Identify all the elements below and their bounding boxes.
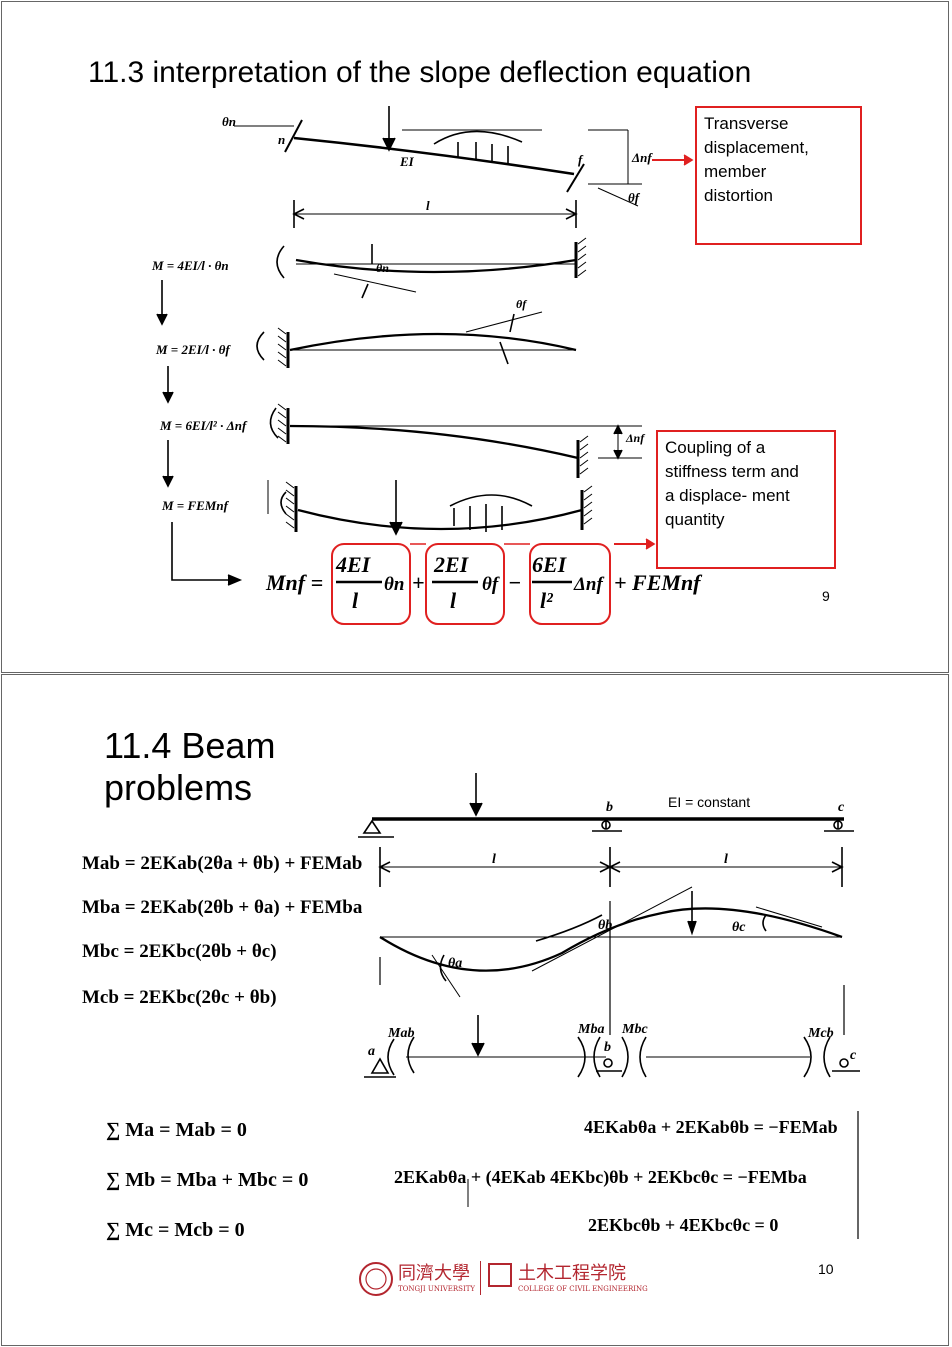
- label-mab: Mab: [387, 1026, 414, 1041]
- page-number: 9: [822, 588, 830, 604]
- label-c2: c: [850, 1048, 857, 1063]
- svg-text:θf: θf: [516, 297, 527, 311]
- slide-9: 11.3 interpretation of the slope deflect…: [1, 1, 949, 673]
- callout-coupling: Coupling of a stiffness term and a displ…: [656, 430, 836, 569]
- label-l2: l: [724, 852, 728, 867]
- label-delta-nf: Δnf: [631, 150, 653, 165]
- sum-ma: ∑ Ma = Mab = 0: [106, 1119, 247, 1141]
- eq-t3-num: 6EI: [532, 552, 568, 577]
- moment-1: M = 4EI/l · θn: [151, 258, 229, 273]
- label-theta-f: θf: [628, 190, 641, 205]
- label-l: l: [426, 198, 430, 213]
- eq-t2-den: l: [450, 588, 457, 613]
- page-number: 10: [818, 1261, 834, 1277]
- slide-title: 11.4 Beam problems: [104, 725, 276, 808]
- svg-text:θn: θn: [376, 261, 389, 275]
- system-eq-1: 4EKabθa + 2EKabθb = −FEMab: [584, 1117, 838, 1137]
- sum-mb: ∑ Mb = Mba + Mbc = 0: [106, 1169, 309, 1191]
- label-a: a: [368, 1044, 375, 1059]
- eq-plus: +: [412, 570, 425, 595]
- label-ei: EI: [399, 154, 415, 169]
- sum-mc: ∑ Mc = Mcb = 0: [106, 1219, 245, 1241]
- label-n: n: [278, 132, 285, 147]
- equation-mcb: Mcb = 2EKbc(2θc + θb): [82, 987, 277, 1008]
- eq-tail: + FEMnf: [614, 570, 703, 595]
- slope-deflection-diagram: θn n EI f Δnf θf l θn θf Δnf M = 4EI/l ·…: [151, 106, 703, 625]
- system-eq-2: 2EKabθa + (4EKab 4EKbc)θb + 2EKbcθc = −F…: [394, 1167, 807, 1187]
- label-l1: l: [492, 852, 496, 867]
- logo-en-university: TONGJI UNIVERSITY: [398, 1285, 475, 1293]
- label-theta-b: θb: [598, 918, 612, 933]
- label-f: f: [578, 152, 584, 167]
- system-eq-3: 2EKbcθb + 4EKbcθc = 0: [588, 1215, 779, 1235]
- eq-t1-num: 4EI: [335, 552, 372, 577]
- label-theta-n: θn: [222, 114, 236, 129]
- label-mba: Mba: [577, 1022, 604, 1037]
- moment-2: M = 2EI/l · θf: [155, 342, 231, 357]
- university-logo: 同濟大學 TONGJI UNIVERSITY 土木工程学院 COLLEGE OF…: [358, 1259, 648, 1299]
- label-theta-a: θa: [448, 956, 462, 971]
- svg-text:Δnf: Δnf: [625, 431, 645, 445]
- label-mcb: Mcb: [807, 1026, 834, 1041]
- callout-transverse-displacement: Transverse displacement, member distorti…: [695, 106, 862, 245]
- label-c: c: [838, 800, 845, 815]
- logo-cn-college: 土木工程学院: [518, 1263, 626, 1284]
- equation-mbc: Mbc = 2EKbc(2θb + θc): [82, 941, 277, 962]
- moment-4: M = FEMnf: [161, 498, 230, 513]
- eq-t1-var: θn: [384, 574, 404, 595]
- label-ei-constant: EI = constant: [668, 794, 750, 810]
- equation-mba: Mba = 2EKab(2θb + θa) + FEMba: [82, 897, 363, 918]
- equation-mab: Mab = 2EKab(2θa + θb) + FEMab: [82, 853, 363, 874]
- eq-t2-num: 2EI: [433, 552, 470, 577]
- moment-3: M = 6EI/l² · Δnf: [159, 418, 248, 433]
- label-theta-c: θc: [732, 920, 746, 935]
- eq-t3-var: Δnf: [573, 574, 604, 595]
- slide-title: 11.3 interpretation of the slope deflect…: [88, 56, 752, 89]
- beam-diagram: b c EI = constant l l θa θb θc Mab Mba M…: [358, 773, 860, 1239]
- eq-t3-den: l²: [540, 588, 553, 613]
- eq-t1-den: l: [352, 588, 359, 613]
- logo-cn-university: 同濟大學: [398, 1263, 470, 1284]
- eq-lhs: Mnf =: [265, 570, 323, 595]
- eq-minus: −: [508, 570, 521, 595]
- slide-10: 11.4 Beam problems: [1, 674, 949, 1346]
- label-mbc: Mbc: [621, 1022, 648, 1037]
- eq-t2-var: θf: [482, 574, 500, 595]
- logo-en-college: COLLEGE OF CIVIL ENGINEERING: [518, 1285, 648, 1293]
- label-b: b: [606, 800, 613, 815]
- label-b2: b: [604, 1040, 611, 1055]
